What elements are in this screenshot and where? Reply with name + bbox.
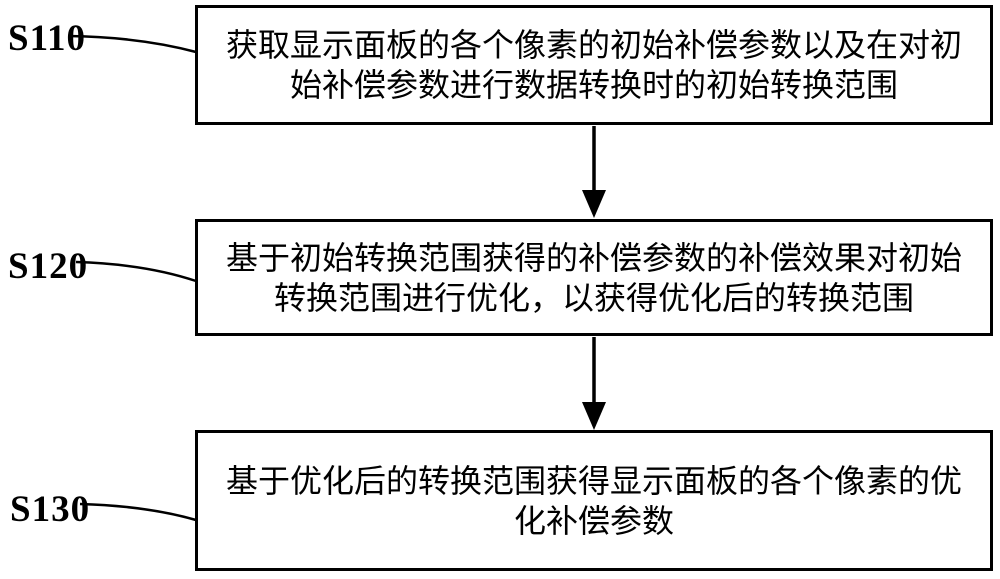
process-box-s110: 获取显示面板的各个像素的初始补偿参数以及在对初 始补偿参数进行数据转换时的初始转…	[195, 5, 993, 125]
arrow-down-icon	[582, 126, 606, 218]
process-box-s130: 基于优化后的转换范围获得显示面板的各个像素的优 化补偿参数	[195, 430, 993, 571]
leader-line-s110	[67, 34, 197, 54]
leader-line-s120	[75, 260, 197, 283]
step-label-s120: S120	[8, 246, 89, 287]
process-box-s120: 基于初始转换范围获得的补偿参数的补偿效果对初始 转换范围进行优化，以获得优化后的…	[195, 219, 993, 336]
step-label-s110: S110	[8, 18, 87, 59]
leader-line-s130	[79, 502, 197, 522]
step-label-s130: S130	[10, 489, 91, 530]
arrow-down-icon	[582, 337, 606, 430]
